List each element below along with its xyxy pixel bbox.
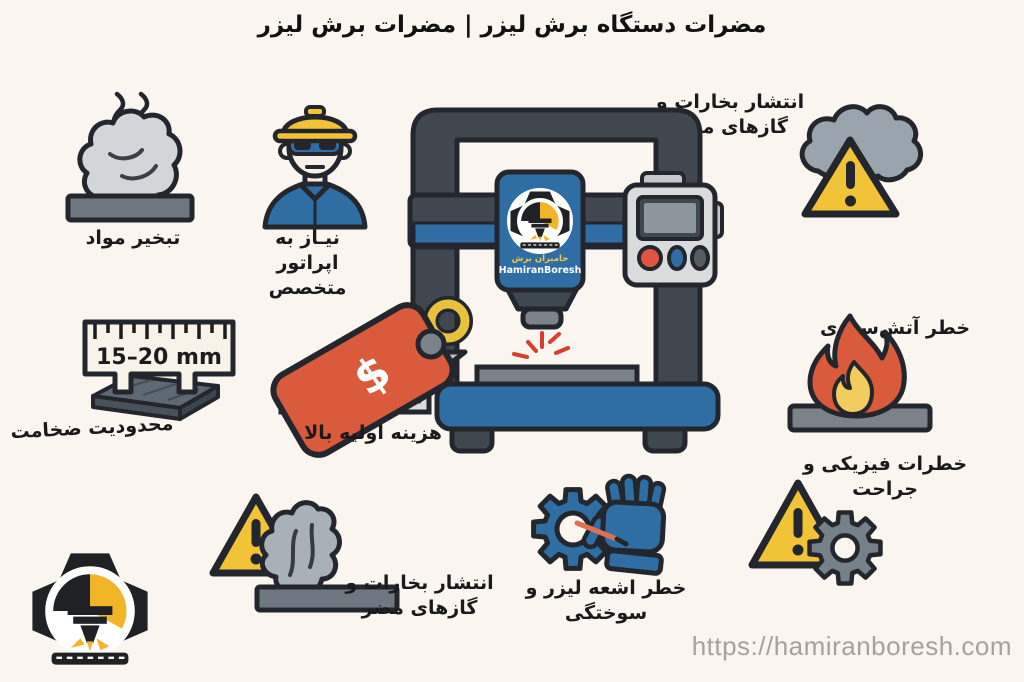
label-thickness: محدودیت ضخامت [10, 412, 174, 444]
panel-button-gray [690, 245, 710, 271]
laser-nozzle [505, 287, 579, 312]
fumes-smoke-icon [209, 493, 400, 613]
brand-logo [32, 553, 148, 665]
cost-icon: $ [270, 296, 473, 458]
label-cost: هزینه اولیه بالا [304, 422, 442, 444]
ruler-reading: 15–20 mm [96, 345, 222, 370]
smoke-plume [259, 500, 342, 596]
page-title: مضرات دستگاه برش لیزر | مضرات برش لیزر [257, 12, 767, 38]
flame-inner [832, 360, 874, 416]
vapor-icon [65, 91, 195, 223]
tag-hole [415, 328, 447, 360]
label-physical: خطرات فیزیکی و جراحت [802, 453, 968, 500]
physical-hazard-icon [748, 479, 883, 586]
label-evaporation: تبخیر مواد [85, 227, 181, 249]
label-laser-burn: خطر اشعه لیزر و سوختگی [525, 577, 687, 624]
brand-name-fa: حامیران برش [512, 254, 569, 264]
ruler-body [82, 319, 236, 395]
panel-button-red [637, 245, 663, 271]
brand-name-en: HamiranBoresh [499, 265, 582, 276]
machine-base [434, 381, 721, 432]
thickness-ruler-icon: 15–20 mm [82, 319, 236, 421]
laser-ray [574, 520, 622, 543]
laser-beam [512, 331, 570, 359]
website-url: https://hamiranboresh.com [691, 631, 1012, 661]
panel-button-blue [667, 245, 687, 271]
label-fumes-bottom: انتشار بخارات و گازهای مضر [345, 572, 494, 619]
control-panel [622, 182, 718, 288]
fumes-cloud-icon [799, 104, 924, 218]
gear-icon [807, 510, 883, 586]
laser-machine-illustration: حامیران برش HamiranBoresh [407, 107, 724, 454]
machine-head: حامیران برش HamiranBoresh [494, 169, 586, 293]
smoke-cloud [799, 104, 924, 185]
label-operator: نیـاز به اپراتور متخصص [268, 227, 347, 299]
fire-icon [787, 313, 933, 433]
laser-glove-icon [531, 473, 667, 576]
operator-icon [262, 105, 368, 230]
